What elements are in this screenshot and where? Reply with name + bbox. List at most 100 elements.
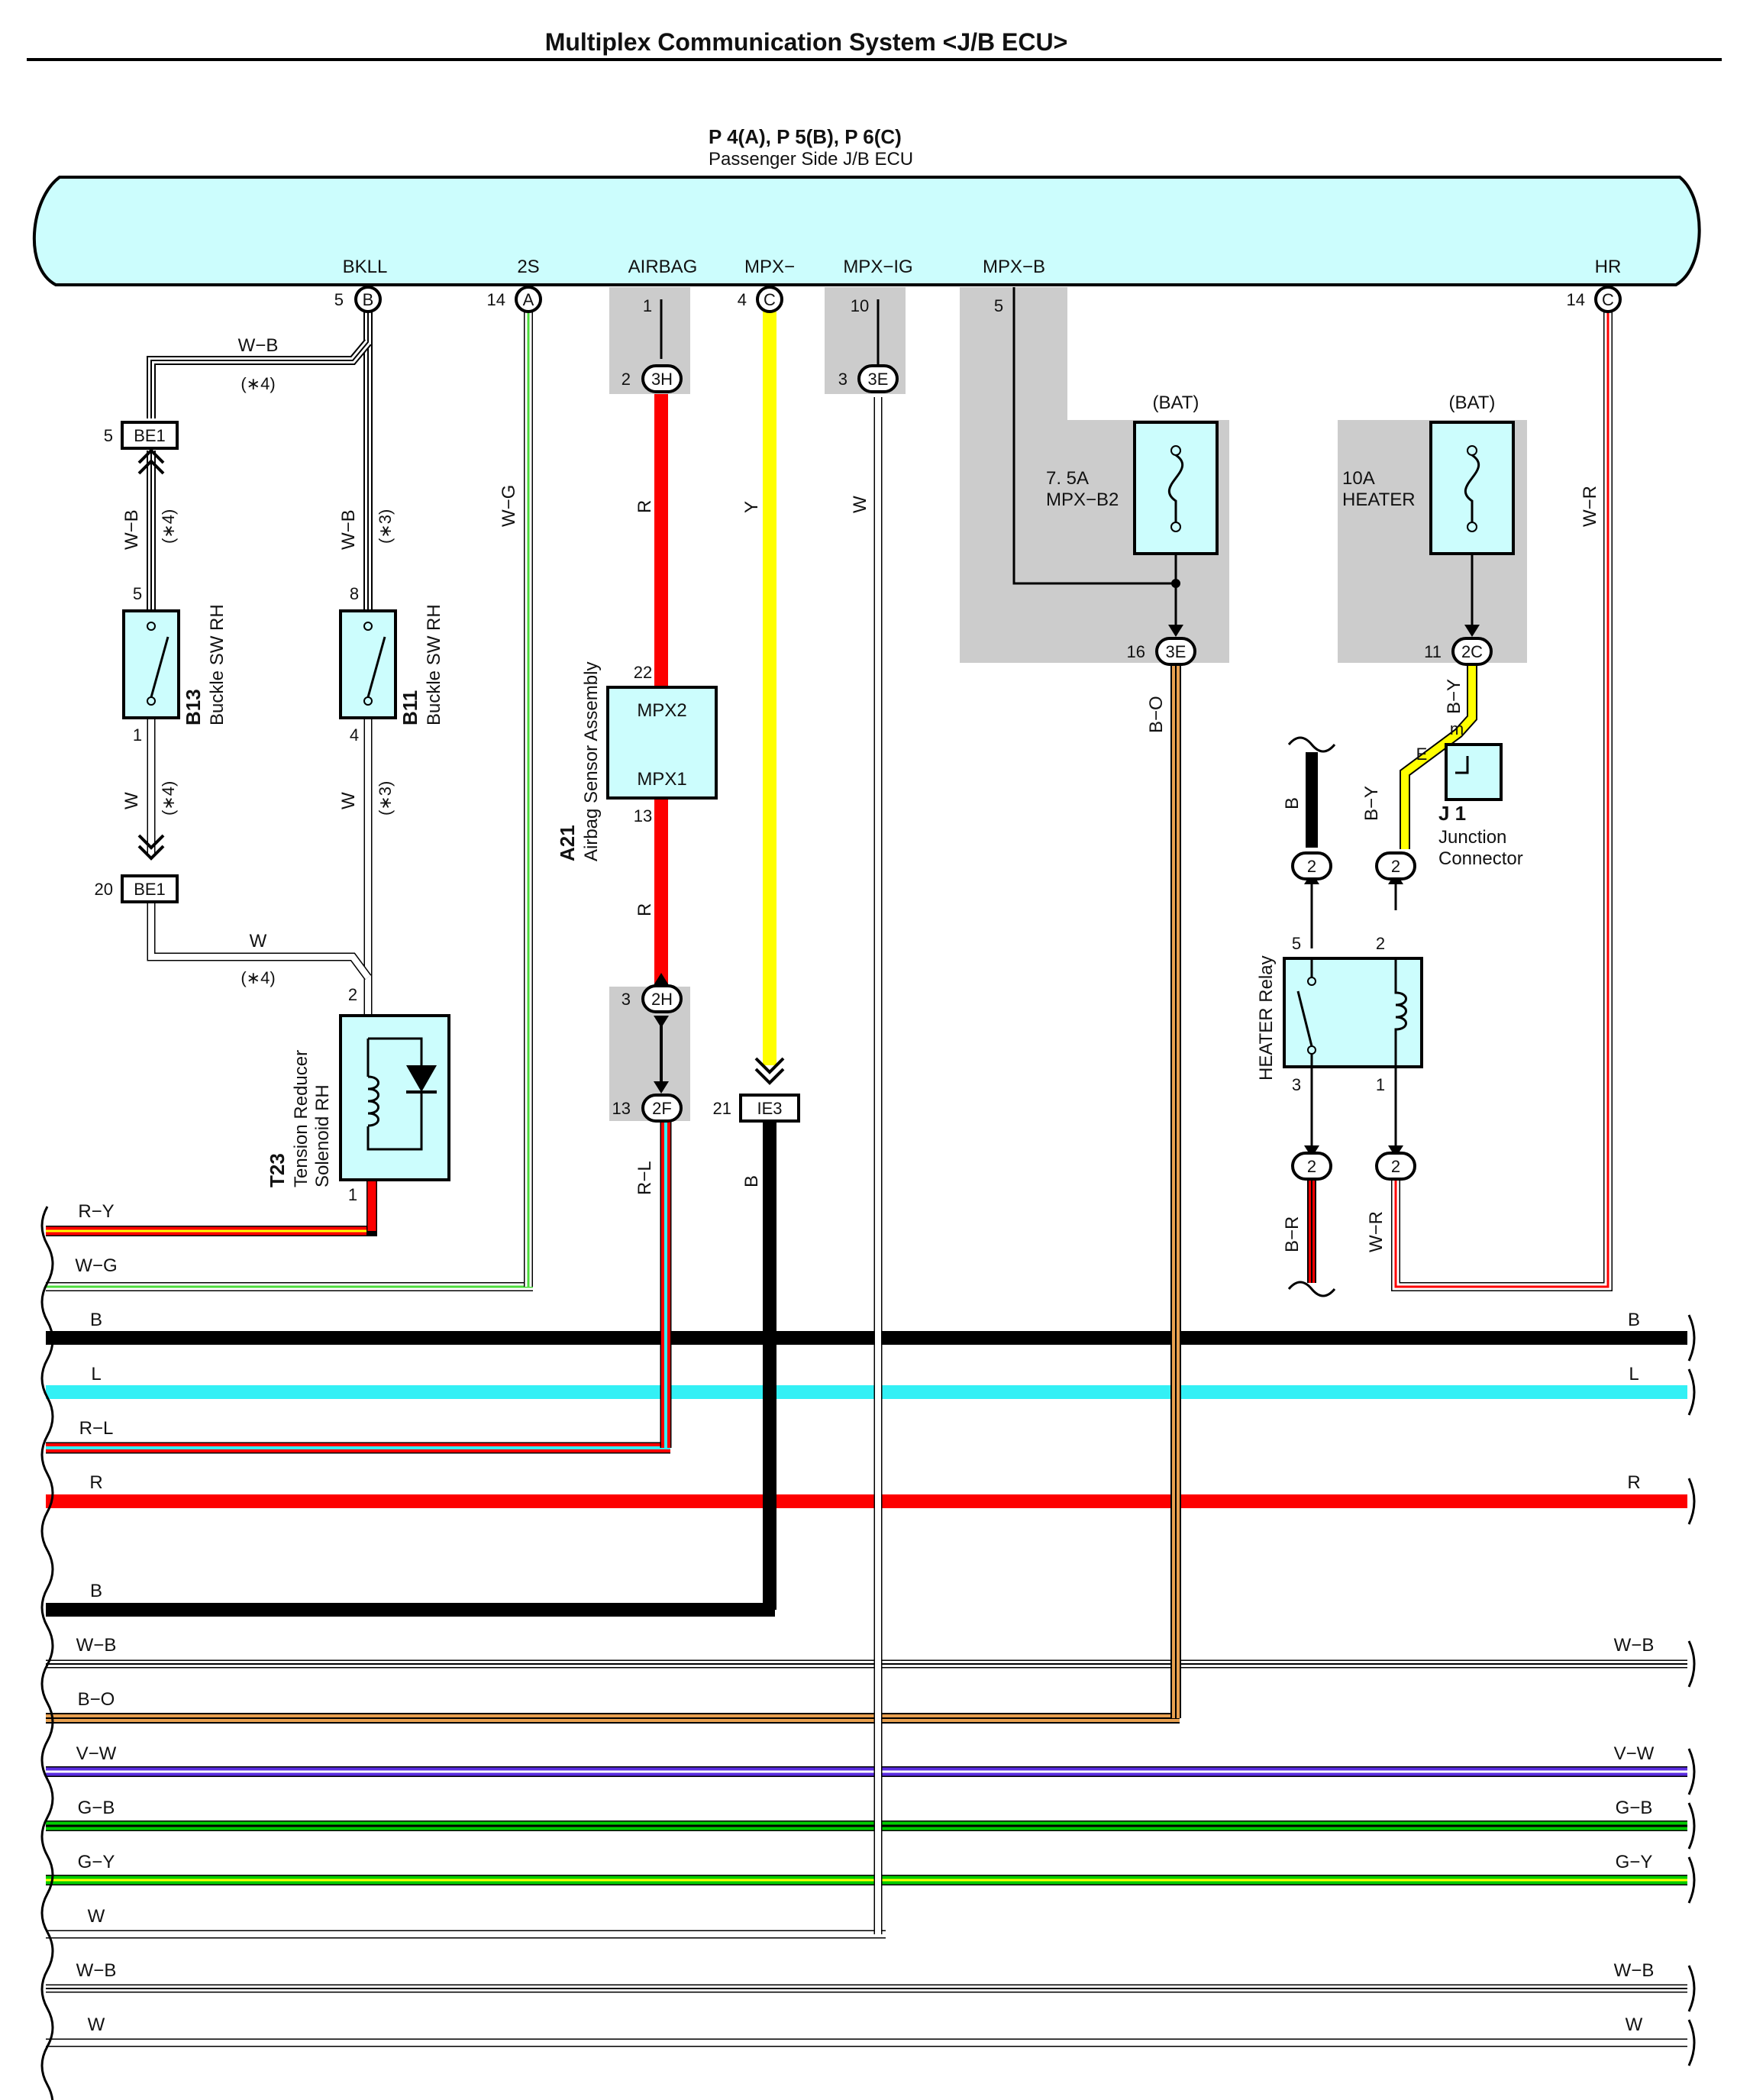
fuse2-name: HEATER: [1342, 489, 1416, 510]
wire-mpx-b: [1012, 287, 1176, 585]
conn-3e-ig: [857, 364, 899, 393]
junction-connector-j1: E m J 1 Junction Connector: [1416, 719, 1523, 869]
b13-pin-top: 5: [133, 584, 142, 603]
a21-pin-13: 13: [634, 806, 652, 825]
arrow-2f: [654, 1081, 669, 1094]
label-b-ie3: B: [741, 1175, 762, 1187]
term-hr-letter: C: [1602, 290, 1614, 309]
a21-pin-mpx2: MPX2: [637, 700, 686, 721]
solenoid-t23: 2 1 T23 Tension Reducer Solenoid RH: [266, 985, 450, 1204]
term-airbag-pin: 1: [643, 296, 652, 315]
conn-be1-lower-pin: 20: [95, 880, 113, 899]
conn-2f-label: 2F: [652, 1099, 672, 1118]
label-by-lower: B−Y: [1361, 786, 1382, 821]
term-mpx-pin: 4: [738, 290, 747, 309]
fuse2-body: [1429, 421, 1515, 555]
conn-be1-upper-pin: 5: [104, 426, 113, 445]
a21-body: [606, 686, 718, 800]
ecu-code: P 4(A), P 5(B), P 6(C): [709, 125, 902, 148]
bus-left-7: W−B: [76, 1635, 117, 1656]
conn-be1-lower-label: BE1: [134, 880, 166, 899]
conn-relay-2a-label: 2: [1307, 857, 1316, 876]
label-wg: W−G: [499, 485, 519, 527]
b11-blade: [366, 636, 386, 698]
label-wr-relay: W−R: [1366, 1211, 1387, 1252]
label-r-upper: R: [634, 500, 655, 513]
t23-pin-bottom: 1: [348, 1185, 357, 1204]
relay-coil: [1394, 958, 1407, 1067]
relay-pin-5: 5: [1292, 934, 1301, 953]
page-title: Multiplex Communication System <J/B ECU>: [545, 28, 1068, 56]
label-note4-b13: (∗4): [159, 509, 178, 544]
conn-2f-pin: 13: [612, 1099, 631, 1118]
chevron-ie3: [754, 1057, 785, 1085]
arrow-2h-down: [654, 1016, 669, 1028]
conn-2h-pin: 3: [622, 990, 631, 1009]
t23-pin-top: 2: [348, 985, 357, 1004]
bus-right-2: R: [1627, 1472, 1640, 1493]
conn-relay-2d: [1375, 1152, 1416, 1181]
bus-wires: [46, 1226, 1687, 2047]
conn-3h-pin: 2: [622, 370, 631, 389]
pin-mpx-minus: MPX−: [744, 257, 795, 277]
wire-be1-to-t23: [148, 901, 371, 980]
bus-break-marks: [40, 1206, 1696, 2100]
bus-left-11: G−Y: [78, 1852, 115, 1872]
conn-3h: [641, 364, 683, 393]
conn-ie3: [739, 1094, 800, 1123]
relay-pin-2: 2: [1376, 934, 1385, 953]
airbag-sensor-a21: MPX2 MPX1 22 13 A21 Airbag Sensor Assemb…: [556, 662, 718, 861]
t23-name1: Tension Reducer: [291, 1050, 312, 1187]
b13-name: Buckle SW RH: [207, 604, 228, 725]
term-bkll-letter: B: [363, 290, 374, 309]
bus-left-13: W−B: [76, 1960, 117, 1981]
fuse1-body: [1133, 421, 1219, 555]
bus-left-4: R−L: [79, 1418, 114, 1439]
bus-right-1: L: [1629, 1364, 1639, 1384]
label-note4-w: (∗4): [159, 781, 178, 816]
term-hr-pin: 14: [1567, 290, 1585, 309]
j1-pin-e: E: [1416, 745, 1428, 764]
conn-3e-ig-pin: 3: [838, 370, 848, 389]
term-bkll-pin: 5: [334, 290, 344, 309]
b11-pin-top: 8: [350, 584, 359, 603]
b13-contact-top: [147, 622, 156, 631]
b11-pin-bottom: 4: [350, 725, 359, 745]
label-r-lower: R: [634, 903, 655, 916]
fuse-mpx-b2: (BAT) 7. 5A MPX−B2: [1046, 393, 1219, 588]
label-note4-bottom: (∗4): [241, 968, 275, 987]
label-note4-top: (∗4): [241, 374, 275, 393]
term-2s: [515, 286, 542, 313]
bus-right-4: V−W: [1614, 1743, 1655, 1764]
conn-relay-2a: [1291, 851, 1332, 880]
bus-right-8: W: [1626, 2014, 1643, 2035]
relay-name: HEATER Relay: [1256, 955, 1277, 1081]
label-b-relay: B: [1282, 797, 1303, 809]
pin-mpx-ig: MPX−IG: [843, 257, 912, 277]
j1-internal: [1455, 756, 1469, 774]
pin-airbag: AIRBAG: [628, 257, 698, 277]
switch-b13: 5 1 B13 Buckle SW RH: [122, 584, 228, 745]
label-w-b13: W: [121, 792, 142, 809]
term-mpx-minus: [756, 286, 783, 313]
label-wr: W−R: [1580, 486, 1600, 527]
label-wb-b13: W−B: [121, 509, 142, 550]
relay-contact-top: [1307, 977, 1316, 986]
label-w-b11: W: [338, 792, 359, 809]
a21-pin-22: 22: [634, 663, 652, 682]
fuse2-element: [1464, 454, 1480, 522]
vertical-wires: [147, 287, 1613, 1934]
label-br: B−R: [1282, 1216, 1303, 1252]
a21-pin-mpx1: MPX1: [637, 769, 686, 790]
relay-break-marks: [1287, 736, 1336, 1297]
bus-labels-left: R−Y W−G B L R−L R B W−B B−O V−W G−B G−Y …: [75, 1201, 117, 2035]
conn-relay-2c-label: 2: [1307, 1157, 1316, 1176]
fuse1-rating: 7. 5A: [1046, 468, 1089, 489]
j1-name1: Junction: [1438, 827, 1506, 848]
relay-pin-3: 3: [1292, 1075, 1301, 1094]
bus-left-2: B: [90, 1310, 102, 1330]
relay-body: [1283, 957, 1423, 1068]
bus-left-3: L: [91, 1364, 101, 1384]
term-mpx-b-pin: 5: [994, 296, 1003, 315]
pin-hr: HR: [1595, 257, 1622, 277]
